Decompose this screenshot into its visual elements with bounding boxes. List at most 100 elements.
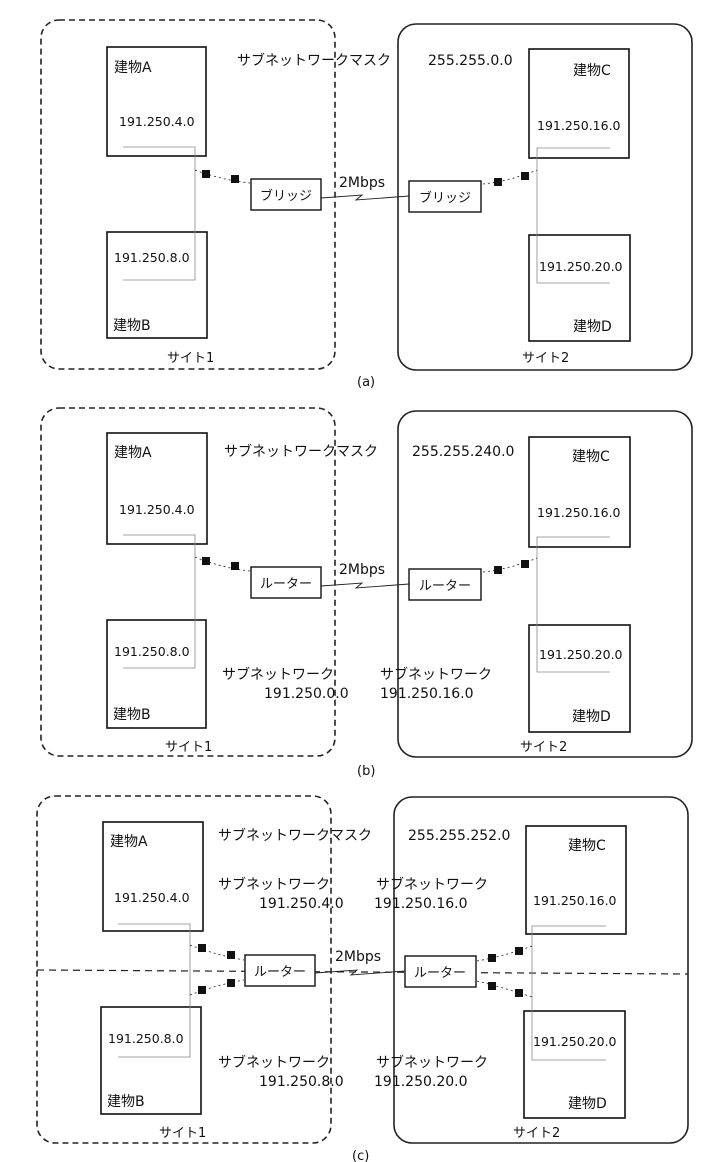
link-right-a: [482, 169, 538, 185]
subnet-label-top-left-c: サブネットワーク: [218, 876, 330, 893]
bridge-right-label: ブリッジ: [419, 190, 471, 206]
building-b-label-a: 建物B: [113, 318, 151, 334]
site2-label-b: サイト2: [520, 740, 567, 755]
building-a-ip-a: 191.250.4.0: [119, 114, 195, 129]
connector-icon: [227, 951, 235, 959]
connector-icon: [198, 944, 206, 952]
building-d-ip-c: 191.250.20.0: [533, 1034, 617, 1049]
site1-label-a: サイト1: [167, 351, 214, 366]
link-right-lower-c: [476, 980, 533, 998]
router-right-label-c: ルーター: [414, 966, 466, 981]
router-left-label-c: ルーター: [254, 965, 306, 980]
site1-label-c: サイト1: [159, 1126, 206, 1141]
wan-link-b: [320, 582, 410, 589]
connector-icon: [198, 986, 206, 994]
building-b-ip-a: 191.250.8.0: [114, 250, 190, 265]
subnet-value-right-b: 191.250.16.0: [380, 686, 474, 702]
speed-label-b: 2Mbps: [339, 562, 385, 578]
building-c-box-a: [528, 48, 630, 159]
building-d-label-c: 建物D: [568, 1096, 607, 1112]
caption-b: (b): [357, 764, 375, 779]
connector-icon: [231, 175, 239, 183]
site2-label-a: サイト2: [522, 351, 569, 366]
building-c-ip-b: 191.250.16.0: [537, 505, 621, 520]
subnet-label-top-right-c: サブネットワーク: [376, 876, 488, 893]
site1-boundary-a: [40, 19, 336, 370]
caption-a: (a): [357, 375, 375, 390]
building-d-label-b: 建物D: [572, 709, 611, 725]
panel-b: 建物A 191.250.4.0 191.250.8.0 建物B 建物C 191.…: [40, 407, 693, 779]
subnet-value-left-b: 191.250.0.0: [264, 686, 349, 702]
router-left-box-c: [244, 954, 316, 987]
panel-c: 建物A 191.250.4.0 191.250.8.0 建物B 建物C 191.…: [36, 795, 689, 1162]
building-d-box-c: [523, 1010, 626, 1119]
caption-c: (c): [352, 1149, 369, 1162]
building-a-label-b: 建物A: [114, 445, 152, 461]
connector-icon: [521, 172, 529, 180]
subnet-value-top-right-c: 191.250.16.0: [374, 896, 468, 912]
building-b-label-b: 建物B: [113, 707, 151, 723]
link-right-b: [482, 557, 538, 573]
building-d-ip-b: 191.250.20.0: [539, 647, 623, 662]
subnet-label-left-b: サブネットワーク: [222, 666, 334, 683]
speed-label-c: 2Mbps: [335, 949, 381, 965]
building-b-ip-b: 191.250.8.0: [114, 644, 190, 659]
link-left-lower-c: [189, 979, 245, 996]
router-left-label-b: ルーター: [260, 577, 312, 592]
lan-left-b: [123, 534, 196, 669]
building-a-label-a: 建物A: [114, 60, 152, 76]
subnet-label-bottom-left-c: サブネットワーク: [218, 1054, 330, 1071]
subnet-value-bottom-left-c: 191.250.8.0: [259, 1074, 344, 1090]
mask-value-a: 255.255.0.0: [428, 53, 513, 69]
lan-right-b: [536, 536, 610, 673]
building-a-label-c: 建物A: [110, 834, 148, 850]
lan-right-a: [536, 147, 610, 284]
building-b-box-a: [106, 231, 208, 339]
wan-link-c: [314, 969, 406, 976]
router-right-box-c: [404, 955, 477, 988]
mask-label-a: サブネットワークマスク: [237, 52, 391, 69]
connector-icon: [494, 178, 502, 186]
lan-left-c: [118, 923, 191, 1058]
building-a-ip-b: 191.250.4.0: [119, 502, 195, 517]
connector-icon: [488, 982, 496, 990]
router-right-label-b: ルーター: [419, 579, 471, 594]
building-c-label-a: 建物C: [573, 63, 611, 79]
connector-icon: [521, 560, 529, 568]
bridge-right-box: [408, 180, 482, 213]
building-b-label-c: 建物B: [107, 1094, 145, 1110]
building-a-ip-c: 191.250.4.0: [114, 890, 190, 905]
building-b-ip-c: 191.250.8.0: [108, 1031, 184, 1046]
connector-icon: [515, 989, 523, 997]
subnet-value-top-left-c: 191.250.4.0: [259, 896, 344, 912]
router-right-box-b: [408, 568, 482, 601]
site1-boundary-c: [36, 795, 332, 1144]
bridge-left-label: ブリッジ: [260, 188, 312, 204]
subnet-label-bottom-right-c: サブネットワーク: [376, 1054, 488, 1071]
building-c-ip-c: 191.250.16.0: [533, 893, 617, 908]
wan-link-a: [320, 194, 410, 201]
building-a-box-b: [106, 432, 208, 545]
link-right-upper-c: [476, 945, 533, 962]
building-c-label-b: 建物C: [572, 449, 610, 465]
building-c-label-c: 建物C: [568, 838, 606, 854]
subnet-divider-line: [36, 969, 689, 975]
connector-icon: [488, 954, 496, 962]
speed-label-a: 2Mbps: [339, 175, 385, 191]
connector-icon: [202, 557, 210, 565]
bridge-left-box: [250, 178, 322, 211]
building-a-box-c: [102, 821, 204, 932]
link-left-upper-c: [189, 944, 245, 961]
connector-icon: [202, 170, 210, 178]
link-left-a: [194, 169, 251, 184]
connector-icon: [515, 947, 523, 955]
building-c-box-c: [525, 825, 627, 935]
building-a-box-a: [106, 46, 207, 157]
connector-icon: [494, 566, 502, 574]
mask-value-c: 255.255.252.0: [408, 828, 510, 844]
building-d-box-a: [528, 234, 631, 342]
building-b-box-b: [106, 619, 207, 729]
subnet-value-bottom-right-c: 191.250.20.0: [374, 1074, 468, 1090]
building-c-ip-a: 191.250.16.0: [537, 118, 621, 133]
